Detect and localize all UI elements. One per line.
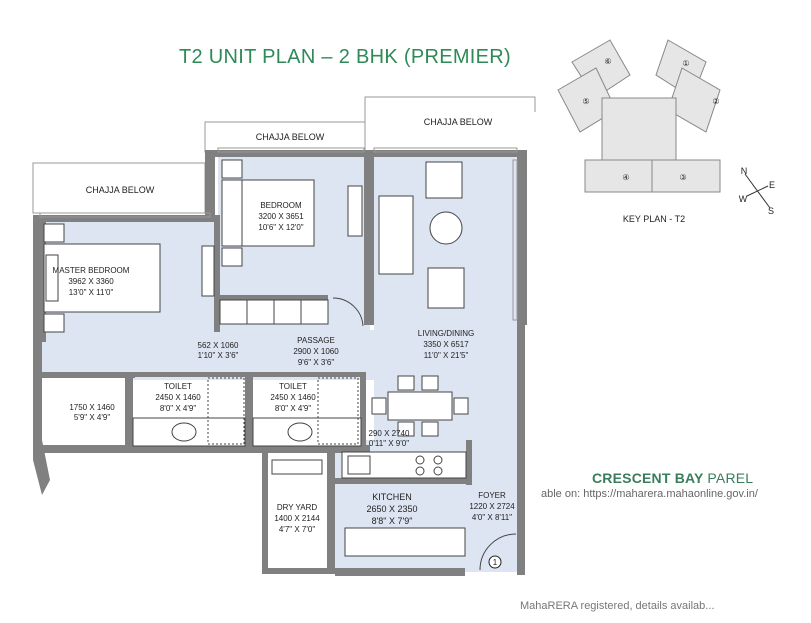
compass-w: W: [739, 194, 748, 204]
kitchen-ft: 8'8" X 7'9": [372, 516, 413, 526]
key-plan: [557, 39, 721, 193]
brand-name: CRESCENT BAY: [592, 470, 704, 486]
bedroom-mm: 3200 X 3651: [258, 212, 304, 221]
living-name: LIVING/DINING: [418, 329, 474, 338]
chajja-label-mid: CHAJJA BELOW: [256, 132, 325, 142]
brand-logo: CRESCENT BAY PAREL: [592, 470, 753, 486]
chajja-label-right: CHAJJA BELOW: [424, 117, 493, 127]
master-bedroom-name: MASTER BEDROOM: [53, 266, 130, 275]
toilet2-name: TOILET: [279, 382, 307, 391]
balcony-mm: 1750 X 1460: [69, 403, 115, 412]
passage-ft: 9'6" X 3'6": [298, 358, 334, 367]
brand-sub: PAREL: [707, 470, 754, 486]
kitchen-name: KITCHEN: [372, 492, 412, 502]
foyer-name: FOYER: [478, 491, 506, 500]
entry-marker: [488, 555, 502, 569]
key-plan-label: KEY PLAN - T2: [623, 214, 685, 224]
sofa: [378, 195, 414, 275]
compass-s: S: [768, 206, 774, 216]
plan-title: T2 UNIT PLAN – 2 BHK (PREMIER): [178, 46, 512, 68]
bedroom-ft: 10'6" X 12'0": [258, 223, 303, 232]
dry-yard-mm: 1400 X 2144: [274, 514, 320, 523]
key-unit-4: ④: [622, 173, 629, 182]
toilet2-ft: 8'0" X 4'9": [275, 404, 311, 413]
rera-registered-text: MahaRERA registered, details availab...: [520, 600, 715, 612]
bedroom-name: BEDROOM: [260, 201, 302, 210]
key-unit-6: ⑥: [604, 57, 611, 66]
closet-ft: 1'10" X 3'6": [198, 351, 239, 360]
armchair-bottom: [427, 267, 465, 309]
toilet1-name: TOILET: [164, 382, 192, 391]
passage-name: PASSAGE: [297, 336, 335, 345]
key-unit-5: ⑤: [582, 97, 589, 106]
furniture: [43, 159, 517, 571]
entry-marker-label: 1: [493, 558, 498, 567]
toilet2-mm: 2450 X 1460: [270, 393, 316, 402]
walls: [33, 150, 527, 576]
master-bed: [43, 243, 161, 313]
master-bedroom-mm: 3962 X 3360: [68, 277, 114, 286]
chajja-label-left: CHAJJA BELOW: [86, 185, 155, 195]
windows: [39, 147, 518, 321]
toilet1-mm: 2450 X 1460: [155, 393, 201, 402]
living-ft: 11'0" X 21'5": [424, 351, 469, 360]
compass: [744, 173, 771, 209]
dry-yard-ft: 4'7" X 7'0": [279, 525, 315, 534]
dining-table: [387, 391, 453, 421]
balcony-ft: 5'9" X 4'9": [74, 413, 110, 422]
compass-n: N: [741, 166, 748, 176]
bedroom-bed: [239, 179, 315, 247]
foyer-mm: 1220 X 2724: [469, 502, 515, 511]
foyer-ft: 4'0" X 8'11": [472, 513, 512, 522]
living-mm: 3350 X 6517: [423, 340, 469, 349]
closet-mm: 562 X 1060: [198, 341, 239, 350]
niche-ft: 0'11" X 9'0": [369, 439, 409, 448]
master-bedroom-ft: 13'0" X 11'0": [69, 288, 114, 297]
niche-mm: 290 X 2740: [369, 429, 410, 438]
coffee-table: [429, 211, 463, 245]
rera-link-text: able on: https://maharera.mahaonline.gov…: [541, 488, 758, 500]
key-unit-3: ③: [679, 173, 686, 182]
armchair-top: [425, 161, 463, 199]
key-unit-1: ①: [682, 59, 689, 68]
key-unit-2: ②: [712, 97, 719, 106]
passage-mm: 2900 X 1060: [293, 347, 339, 356]
dry-yard-name: DRY YARD: [277, 503, 318, 512]
compass-e: E: [769, 180, 775, 190]
kitchen-mm: 2650 X 2350: [366, 504, 417, 514]
toilet1-ft: 8'0" X 4'9": [160, 404, 196, 413]
